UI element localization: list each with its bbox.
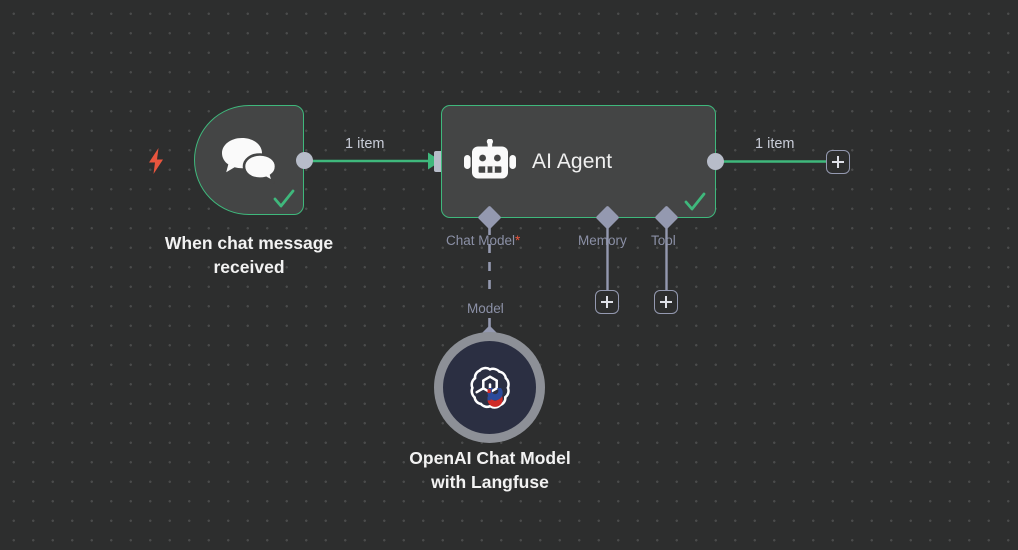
check-icon xyxy=(684,192,706,211)
add-memory-button[interactable] xyxy=(595,290,619,314)
openai-node-inner xyxy=(443,341,536,434)
connector-label-chat-model-text: Chat Model xyxy=(446,233,516,248)
edge-trigger-to-agent[interactable] xyxy=(305,152,441,170)
edge-label-agent-to-add: 1 item xyxy=(755,136,795,152)
robot-icon xyxy=(464,138,516,178)
node-caption-trigger: When chat message received xyxy=(164,233,334,277)
magnet-icon xyxy=(487,387,503,407)
node-openai-chat-model[interactable] xyxy=(434,332,545,443)
node-title-ai-agent: AI Agent xyxy=(532,149,613,173)
lightning-bolt-icon xyxy=(149,148,163,174)
check-icon xyxy=(273,189,295,208)
trigger-output-port[interactable] xyxy=(296,152,313,169)
agent-input-port[interactable] xyxy=(434,151,443,172)
edge-label-trigger-to-agent: 1 item xyxy=(345,136,385,152)
node-caption-openai: OpenAI Chat Model with Langfuse xyxy=(409,448,571,492)
openai-logo-icon xyxy=(470,366,510,409)
edge-label-model: Model xyxy=(467,301,504,316)
agent-output-port[interactable] xyxy=(707,153,724,170)
connector-label-memory: Memory xyxy=(578,233,627,248)
node-when-chat-message-received[interactable] xyxy=(194,105,304,215)
add-node-button[interactable] xyxy=(826,150,850,174)
required-marker: * xyxy=(515,233,521,248)
chat-bubbles-icon xyxy=(222,138,278,184)
connector-label-chat-model: Chat Model* xyxy=(446,233,520,248)
add-tool-button[interactable] xyxy=(654,290,678,314)
connector-label-tool: Tool xyxy=(651,233,676,248)
node-ai-agent[interactable]: AI Agent xyxy=(441,105,716,218)
